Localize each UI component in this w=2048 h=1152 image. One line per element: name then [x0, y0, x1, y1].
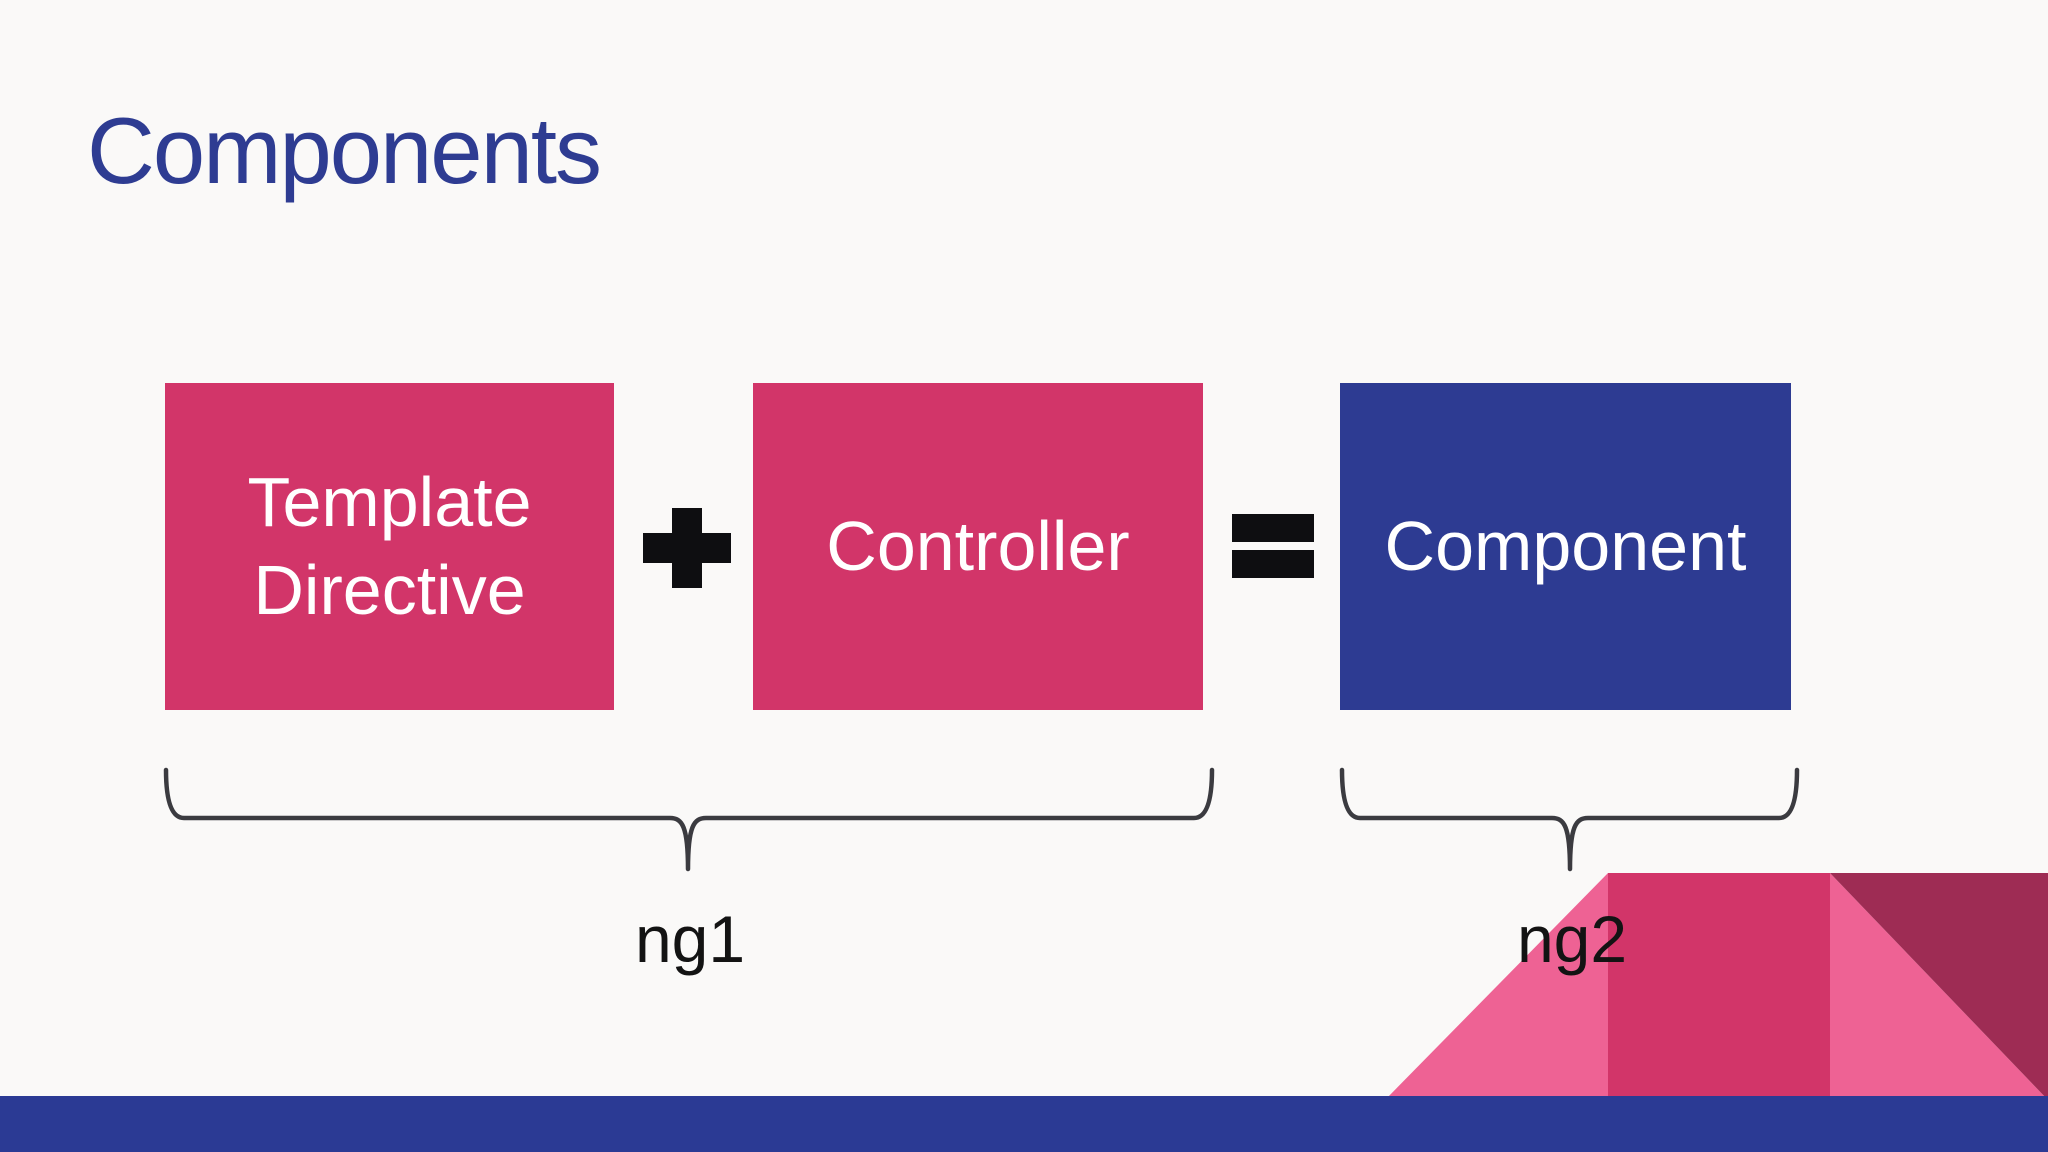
equals-icon-top-bar — [1232, 514, 1314, 542]
ng1-label: ng1 — [634, 902, 746, 976]
plus-icon-vertical-bar — [672, 508, 702, 588]
decoration-maroon-triangle — [1830, 873, 2048, 1100]
ng2-underbrace — [1339, 767, 1800, 872]
controller-label: Controller — [826, 506, 1130, 585]
footer-bar — [0, 1096, 2048, 1152]
ng1-underbrace — [163, 767, 1215, 872]
equals-icon-bottom-bar — [1232, 550, 1314, 578]
component-label: Component — [1384, 506, 1747, 585]
template-directive-box: Template Directive — [165, 383, 614, 710]
ng2-label: ng2 — [1516, 902, 1628, 976]
template-directive-label-line2: Directive — [253, 550, 526, 629]
decoration-light-pink-right-triangle — [1830, 873, 2048, 1100]
page-title: Components — [87, 98, 602, 203]
decoration-medium-pink-band — [1608, 873, 1830, 1100]
plus-icon — [643, 508, 731, 588]
component-box: Component — [1340, 383, 1791, 710]
equals-icon — [1232, 514, 1314, 578]
template-directive-label-line1: Template — [247, 463, 532, 541]
controller-box: Controller — [753, 383, 1203, 710]
